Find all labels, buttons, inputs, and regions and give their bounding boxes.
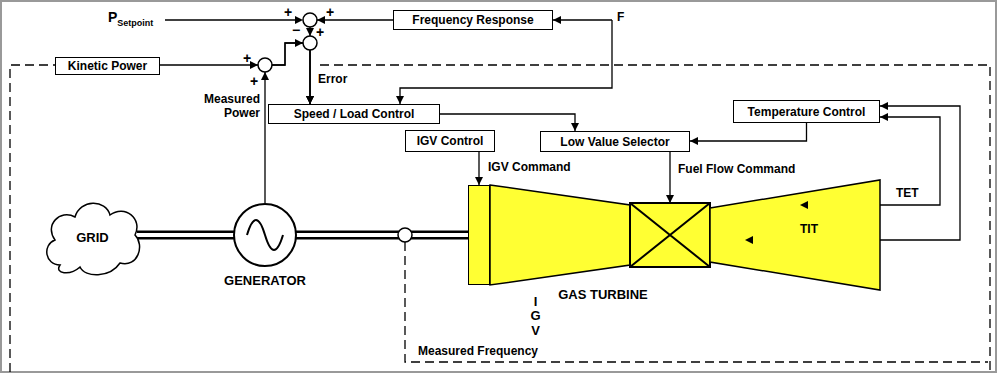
- node-text: Speed / Load Control: [294, 107, 415, 121]
- signal-arrow: [479, 152, 480, 185]
- plus-sign: +: [326, 4, 334, 20]
- signal-name: F: [617, 10, 624, 24]
- node-text: IGV: [529, 295, 542, 338]
- edge-label: Fuel Flow Command: [678, 162, 795, 176]
- signal-name: Measured Frequency: [418, 344, 538, 358]
- process-box: Frequency Response: [393, 10, 553, 30]
- connector-path: [310, 20, 393, 104]
- node-text: Frequency Response: [412, 13, 533, 27]
- edge-label: TET: [896, 186, 919, 200]
- signal-lines: [165, 20, 612, 104]
- combustor: [630, 203, 710, 267]
- minus-sign: −: [292, 22, 300, 38]
- edge-label: TIT: [800, 222, 818, 236]
- node-text: Low Value Selector: [560, 135, 669, 149]
- grid-cloud: GRID: [40, 195, 145, 280]
- combustor-cross: [630, 203, 710, 267]
- compressor: [490, 185, 630, 285]
- generator-symbol: GENERATOR: [215, 203, 315, 300]
- system-boundary: [10, 65, 990, 372]
- cloud-outline: [47, 203, 140, 275]
- connector-path: [690, 123, 807, 141]
- junction-arrowheads: [250, 16, 325, 80]
- signal-name: Error: [318, 72, 347, 86]
- process-box: Kinetic Power: [55, 57, 160, 75]
- node-text: GAS TURBINE: [528, 287, 678, 302]
- double-line-inner: [137, 233, 234, 237]
- signal-arrow: [690, 123, 807, 141]
- shaft-line: [137, 235, 234, 236]
- tit-probe: [745, 236, 753, 244]
- turbine: [710, 180, 880, 290]
- double-line-outer: [137, 231, 234, 240]
- generator-circle: [234, 204, 296, 266]
- summing-junction: [303, 36, 317, 50]
- signal-arrow: [440, 114, 575, 131]
- igv-band: IGV: [468, 185, 490, 285]
- edge-label: IGV Command: [488, 160, 571, 174]
- plus-sign: +: [316, 24, 324, 40]
- summing-junction: [303, 13, 317, 27]
- node-text: GRID: [76, 230, 109, 245]
- node-text: IGV Control: [417, 134, 484, 148]
- connector-path: [478, 152, 479, 185]
- signal-arrow: [670, 152, 671, 203]
- connector-path: [440, 114, 575, 131]
- tet-probe: [800, 201, 808, 209]
- summing-junction: [258, 58, 272, 72]
- double-line-outer: [296, 231, 468, 240]
- process-box: Low Value Selector: [540, 131, 690, 152]
- gas-turbine: GAS TURBINE IGV: [468, 178, 883, 306]
- connector-path: [669, 152, 670, 203]
- sine-wave: [247, 220, 283, 250]
- speed-sensor: [398, 228, 412, 242]
- node-text: GENERATOR: [215, 273, 315, 288]
- node-text: Kinetic Power: [68, 59, 147, 73]
- process-box: Temperature Control: [733, 100, 880, 123]
- node-text: Temperature Control: [748, 105, 866, 119]
- plus-sign: +: [284, 4, 292, 20]
- plus-sign: +: [243, 50, 251, 66]
- process-box: IGV Control: [405, 130, 495, 152]
- setpoint-label: PSetpoint: [108, 9, 153, 28]
- process-box: Speed / Load Control: [268, 104, 440, 124]
- double-line-inner: [296, 233, 468, 237]
- signal-arrow: [310, 20, 393, 104]
- plus-sign: +: [250, 73, 258, 89]
- shaft-line: [296, 235, 468, 236]
- edge-label: Measured Power: [198, 92, 260, 120]
- gas-turbine-outline: [468, 178, 883, 306]
